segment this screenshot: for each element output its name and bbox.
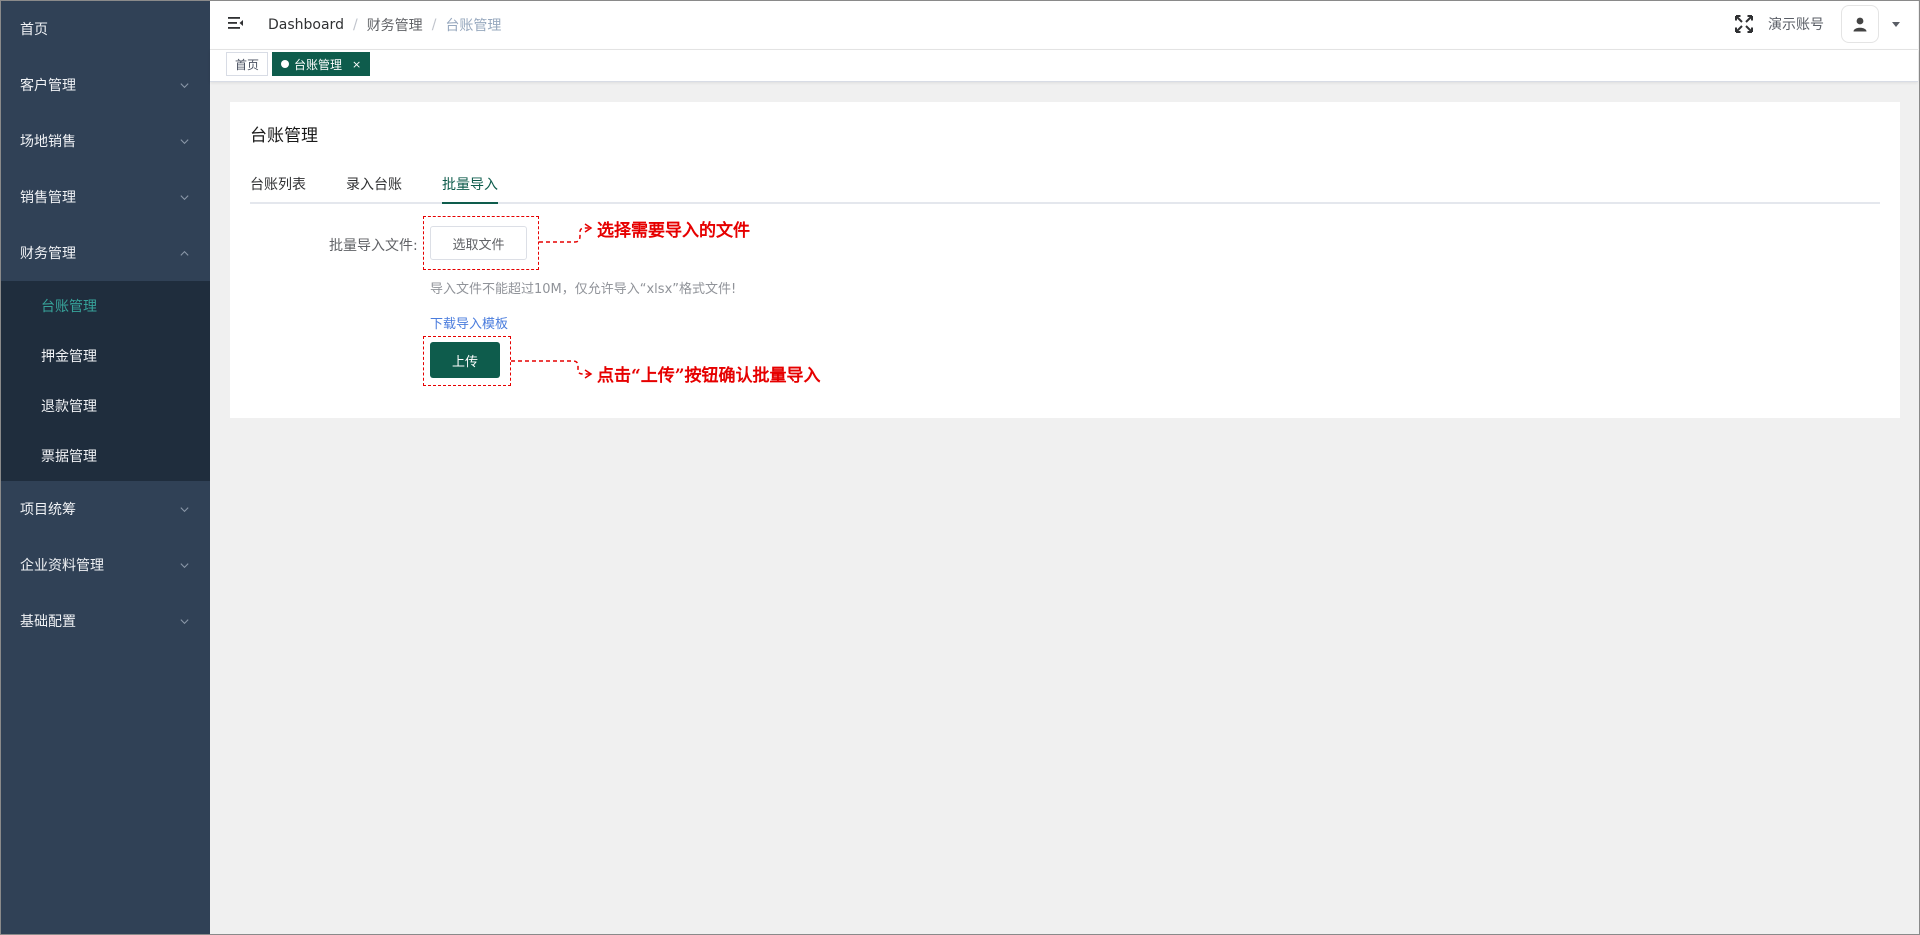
caret-down-icon[interactable] — [1892, 22, 1900, 27]
breadcrumb-separator: / — [431, 17, 437, 33]
page-title: 台账管理 — [250, 126, 318, 146]
sidebar-item-label: 财务管理 — [20, 246, 76, 262]
sidebar-item-projects[interactable]: 项目统筹 — [1, 481, 210, 537]
tag-label: 首页 — [235, 57, 260, 72]
sidebar-subitem-refund[interactable]: 退款管理 — [1, 381, 210, 431]
sidebar-subitem-label: 台账管理 — [41, 299, 97, 315]
avatar[interactable] — [1841, 5, 1879, 43]
chevron-down-icon — [179, 169, 190, 225]
chevron-down-icon — [179, 593, 190, 649]
chevron-up-icon — [179, 225, 190, 281]
sidebar-subitem-deposit[interactable]: 押金管理 — [1, 331, 210, 381]
content-card: 台账管理 台账列表 录入台账 批量导入 批量导入文件: 选取文件 导入文件不能超… — [230, 102, 1900, 418]
fullscreen-icon[interactable] — [1734, 14, 1754, 34]
user-icon — [1853, 17, 1867, 32]
chevron-down-icon — [179, 57, 190, 113]
close-icon[interactable]: × — [352, 57, 362, 71]
tab-bar: 台账列表 录入台账 批量导入 — [250, 166, 1880, 204]
sidebar-subitem-invoice[interactable]: 票据管理 — [1, 431, 210, 481]
sidebar-item-base-config[interactable]: 基础配置 — [1, 593, 210, 649]
chevron-down-icon — [179, 537, 190, 593]
sidebar-item-label: 企业资料管理 — [20, 558, 104, 574]
breadcrumb-finance[interactable]: 财务管理 — [366, 18, 423, 34]
tab-batch-import[interactable]: 批量导入 — [442, 174, 498, 204]
sidebar-item-sales[interactable]: 销售管理 — [1, 169, 210, 225]
download-template-link[interactable]: 下载导入模板 — [430, 317, 509, 332]
annotation-box-select-file — [423, 216, 539, 270]
tag-home[interactable]: 首页 — [226, 52, 269, 76]
sidebar-item-customers[interactable]: 客户管理 — [1, 57, 210, 113]
chevron-down-icon — [179, 481, 190, 537]
chevron-down-icon — [179, 113, 190, 169]
active-dot-icon — [281, 60, 289, 68]
tab-ledger-list[interactable]: 台账列表 — [250, 177, 306, 193]
sidebar-subitem-ledger[interactable]: 台账管理 — [1, 281, 210, 331]
select-file-button[interactable]: 选取文件 — [430, 226, 527, 260]
top-navbar: Dashboard / 财务管理 / 台账管理 演示账号 — [210, 1, 1918, 50]
sidebar-item-label: 销售管理 — [20, 190, 76, 206]
sidebar-item-company-info[interactable]: 企业资料管理 — [1, 537, 210, 593]
sidebar-subitem-label: 退款管理 — [41, 399, 97, 415]
sidebar: 首页 客户管理 场地销售 销售管理 财务管理 台账管理 押金管理 退款管理 票据… — [1, 1, 210, 934]
breadcrumb-dashboard[interactable]: Dashboard — [268, 17, 344, 33]
annotation-select-file: 选择需要导入的文件 — [597, 221, 750, 241]
annotation-box-upload — [423, 336, 511, 386]
annotation-upload: 点击“上传”按钮确认批量导入 — [597, 366, 821, 386]
tab-enter-ledger[interactable]: 录入台账 — [346, 177, 402, 193]
sidebar-item-label: 项目统筹 — [20, 502, 76, 518]
breadcrumb: Dashboard / 财务管理 / 台账管理 — [268, 15, 501, 35]
sidebar-item-venue-sales[interactable]: 场地销售 — [1, 113, 210, 169]
sidebar-subitem-label: 票据管理 — [41, 449, 97, 465]
sidebar-item-home[interactable]: 首页 — [1, 1, 210, 57]
sidebar-item-finance[interactable]: 财务管理 — [1, 225, 210, 281]
import-file-label: 批量导入文件: — [329, 238, 418, 254]
sidebar-subitem-label: 押金管理 — [41, 349, 97, 365]
tag-label: 台账管理 — [294, 57, 343, 72]
upload-button[interactable]: 上传 — [430, 342, 500, 378]
tags-view: 首页 台账管理 × — [210, 50, 1918, 82]
sidebar-item-label: 场地销售 — [20, 134, 76, 150]
finance-submenu: 台账管理 押金管理 退款管理 票据管理 — [1, 281, 210, 481]
sidebar-item-label: 首页 — [20, 22, 48, 38]
import-hint: 导入文件不能超过10M，仅允许导入“xlsx”格式文件! — [430, 282, 737, 297]
account-name[interactable]: 演示账号 — [1768, 17, 1824, 33]
sidebar-item-label: 基础配置 — [20, 614, 76, 630]
tag-ledger-active[interactable]: 台账管理 × — [272, 52, 371, 76]
sidebar-item-label: 客户管理 — [20, 78, 76, 94]
breadcrumb-separator: / — [352, 17, 358, 33]
hamburger-icon[interactable] — [227, 14, 245, 32]
breadcrumb-current: 台账管理 — [445, 18, 502, 34]
